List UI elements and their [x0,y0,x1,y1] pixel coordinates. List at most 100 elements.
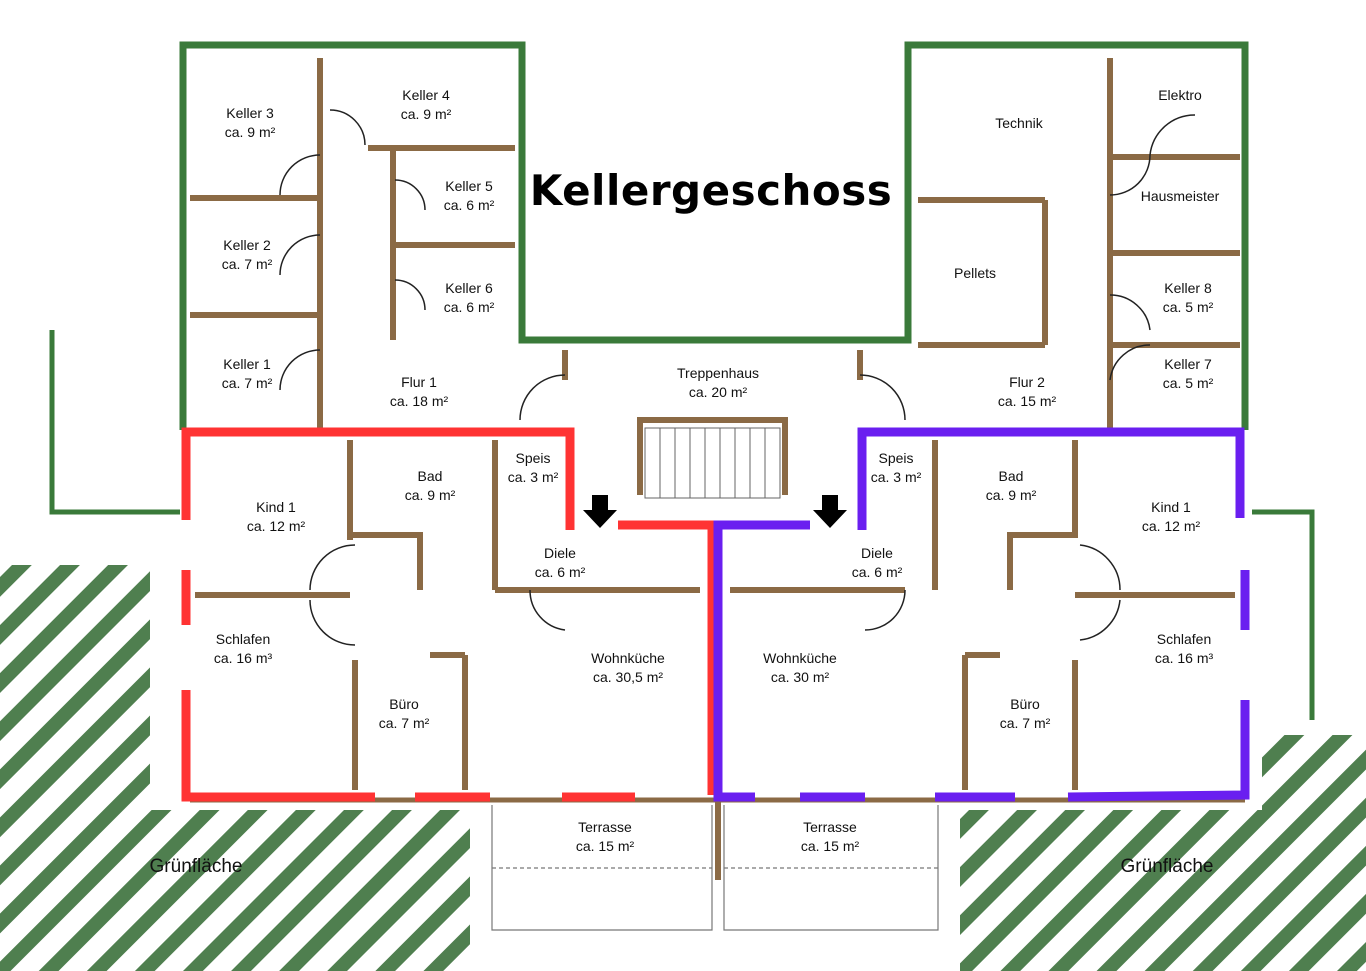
room-name: Pellets [953,265,997,281]
room-elektro: Elektro [1158,86,1202,105]
room-technik: Technik [995,114,1042,133]
left-room-buero: Büro ca. 7 m² [379,695,430,733]
room-name: Bad [417,468,443,484]
room-name: Flur 1 [401,374,437,390]
room-name: Keller 5 [445,178,493,194]
room-name: Terrasse [803,819,857,835]
room-name: Treppenhaus [677,365,759,381]
room-keller-1: Keller 1 ca. 7 m² [222,355,273,393]
room-hausmeister: Hausmeister [1141,187,1220,206]
room-flur-1: Flur 1 ca. 18 m² [390,373,448,411]
room-name: Bad [998,468,1024,484]
right-room-terrasse: Terrasse ca. 15 m² [801,818,859,856]
right-room-kind-1: Kind 1 ca. 12 m² [1142,498,1200,536]
doors [279,109,1196,646]
room-area: ca. 7 m² [378,715,430,731]
right-room-speis: Speis ca. 3 m² [871,449,922,487]
room-keller-5: Keller 5 ca. 6 m² [444,177,495,215]
room-name: Kind 1 [1151,499,1191,515]
apartment-right-outline [713,427,1250,802]
room-area: ca. 7 m² [221,256,273,272]
room-area: ca. 3 m² [507,469,559,485]
room-area: ca. 16 m³ [1154,650,1214,666]
room-area: ca. 9 m² [224,124,276,140]
left-room-wohnkueche: Wohnküche ca. 30,5 m² [591,649,665,687]
room-area: ca. 5 m² [1162,375,1214,391]
interior-walls [190,58,1245,880]
room-name: Keller 4 [402,87,450,103]
room-area: ca. 15 m² [800,838,860,854]
room-pellets: Pellets [954,264,996,283]
room-area: ca. 6 m² [443,197,495,213]
room-flur-2: Flur 2 ca. 15 m² [998,373,1056,411]
left-room-diele: Diele ca. 6 m² [535,544,586,582]
room-keller-3: Keller 3 ca. 9 m² [225,104,276,142]
room-area: ca. 15 m² [575,838,635,854]
left-room-kind-1: Kind 1 ca. 12 m² [247,498,305,536]
green-area-label-right: Grünfläche [1120,856,1214,877]
room-name: Hausmeister [1140,188,1220,204]
green-area-left [0,565,470,971]
room-area: ca. 5 m² [1162,299,1214,315]
room-keller-2: Keller 2 ca. 7 m² [222,236,273,274]
room-area: ca. 12 m² [1141,518,1201,534]
entrance-arrow-right [813,495,847,528]
room-area: ca. 16 m³ [213,650,273,666]
room-name: Büro [1010,696,1040,712]
room-keller-4: Keller 4 ca. 9 m² [401,86,452,124]
room-keller-7: Keller 7 ca. 5 m² [1163,355,1214,393]
room-area: ca. 6 m² [851,564,903,580]
room-name: Schlafen [215,631,271,647]
room-name: Keller 3 [226,105,274,121]
room-name: Büro [389,696,419,712]
right-room-buero: Büro ca. 7 m² [1000,695,1051,733]
room-name: Diele [544,545,576,561]
room-keller-8: Keller 8 ca. 5 m² [1163,279,1214,317]
room-area: ca. 6 m² [534,564,586,580]
room-area: ca. 3 m² [870,469,922,485]
apartment-left-outline [181,427,717,802]
outer-walls [49,41,1315,720]
left-room-terrasse: Terrasse ca. 15 m² [576,818,634,856]
room-name: Keller 1 [223,356,271,372]
room-area: ca. 9 m² [400,106,452,122]
left-room-bad: Bad ca. 9 m² [405,467,456,505]
room-area: ca. 6 m² [443,299,495,315]
room-name: Keller 7 [1164,356,1212,372]
room-name: Kind 1 [256,499,296,515]
green-area-right [960,735,1366,971]
room-name: Diele [861,545,893,561]
green-area-label-left: Grünfläche [149,856,243,877]
room-name: Schlafen [1156,631,1212,647]
room-area: ca. 9 m² [985,487,1037,503]
room-name: Speis [878,450,914,466]
right-room-diele: Diele ca. 6 m² [852,544,903,582]
right-room-schlafen: Schlafen ca. 16 m³ [1155,630,1213,668]
room-keller-6: Keller 6 ca. 6 m² [444,279,495,317]
room-name: Wohnküche [591,650,665,666]
room-name: Terrasse [578,819,632,835]
room-name: Keller 8 [1164,280,1212,296]
room-area: ca. 30,5 m² [592,669,664,685]
room-area: ca. 7 m² [221,375,273,391]
room-area: ca. 12 m² [246,518,306,534]
staircase [644,427,781,499]
terraces [491,805,939,931]
left-room-schlafen: Schlafen ca. 16 m³ [214,630,272,668]
room-area: ca. 7 m² [999,715,1051,731]
room-name: Keller 6 [445,280,493,296]
room-name: Technik [995,115,1043,131]
left-room-speis: Speis ca. 3 m² [508,449,559,487]
room-area: ca. 15 m² [997,393,1057,409]
room-area: ca. 9 m² [404,487,456,503]
entrance-arrow-left [583,495,617,528]
room-name: Wohnküche [763,650,837,666]
page-title: Kellergeschoss [529,166,893,215]
room-area: ca. 18 m² [389,393,449,409]
room-name: Speis [515,450,551,466]
room-name: Flur 2 [1009,374,1045,390]
room-name: Keller 2 [223,237,271,253]
right-room-bad: Bad ca. 9 m² [986,467,1037,505]
